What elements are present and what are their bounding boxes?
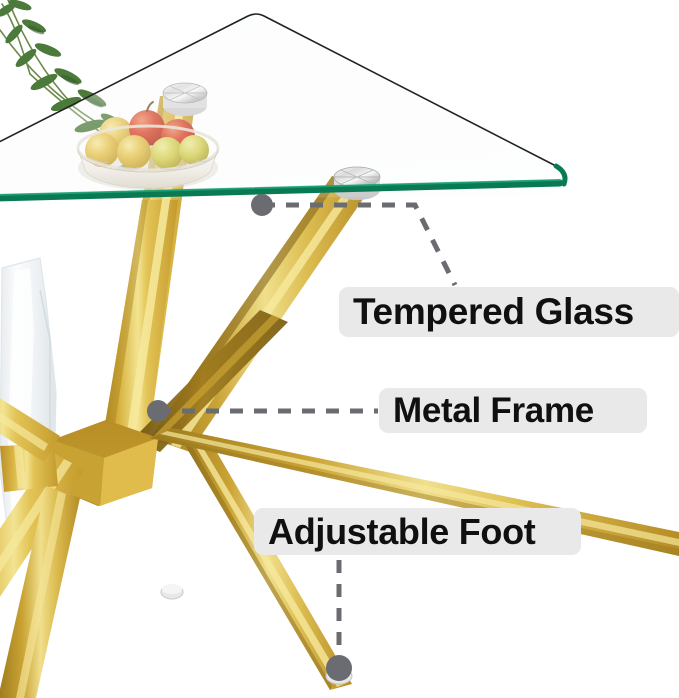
callout-label-metal-frame: Metal Frame (379, 388, 647, 433)
marker-dot-adjustable-foot (326, 655, 352, 681)
leg-lower-left-c (0, 486, 80, 698)
adjustable-foot-pad-mid (160, 584, 184, 600)
callout-text-adjustable-foot: Adjustable Foot (268, 510, 536, 552)
tempered-glass-top (0, 13, 568, 202)
leg-upper-left-splay (0, 398, 60, 462)
marker-dot-tempered-glass (251, 194, 273, 216)
callout-leader-adjustable-foot (326, 560, 352, 681)
callout-text-metal-frame: Metal Frame (393, 390, 594, 430)
callout-text-tempered-glass: Tempered Glass (353, 291, 634, 332)
callout-leader-tempered-glass (251, 194, 458, 287)
callout-label-tempered-glass: Tempered Glass (339, 287, 679, 337)
leg-upper-right-shadowed (132, 310, 288, 452)
callout-leader-metal-frame (147, 400, 378, 422)
leg-front-left-lower (104, 200, 178, 432)
marker-dot-metal-frame (147, 400, 169, 422)
leg-front-right-diagonal (176, 430, 352, 690)
callout-label-adjustable-foot: Adjustable Foot (254, 508, 581, 555)
